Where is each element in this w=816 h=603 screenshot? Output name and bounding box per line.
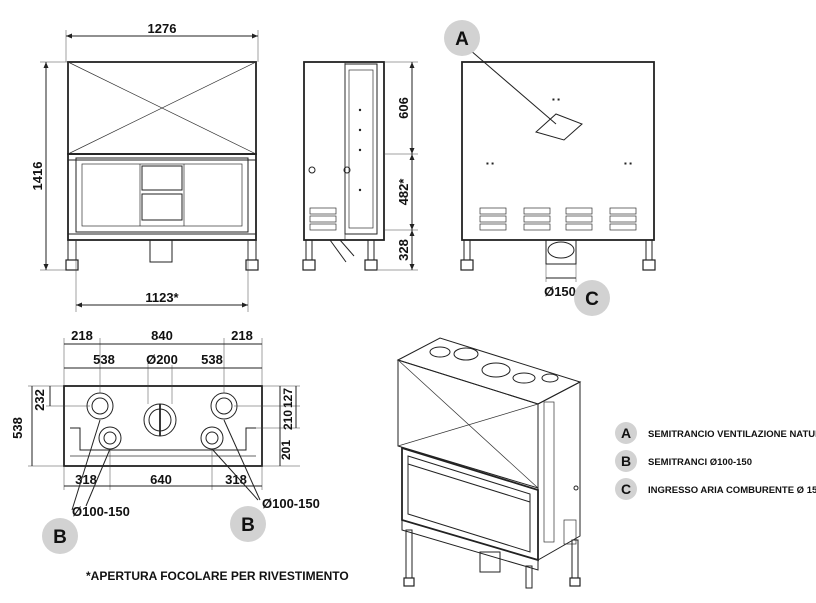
marker-b-right-label: B	[241, 515, 255, 536]
legend-key-c: C	[621, 481, 631, 497]
front-view: 1276 1416 1123*	[30, 21, 259, 312]
top-dim-218-left: 218	[71, 328, 93, 343]
legend-item-a: A SEMITRANCIO VENTILAZIONE NATURALE	[615, 422, 816, 444]
isometric-view	[396, 337, 582, 589]
top-dim-538-right: 538	[201, 352, 223, 367]
legend-badge-a	[615, 422, 637, 444]
top-dim-200: Ø200	[146, 352, 178, 367]
marker-a-label: A	[455, 29, 469, 50]
legend: A SEMITRANCIO VENTILAZIONE NATURALE B SE…	[615, 422, 816, 500]
marker-c-badge	[574, 280, 610, 316]
top-dim-640: 640	[150, 472, 172, 487]
legend-key-a: A	[621, 425, 631, 441]
legend-item-b: B SEMITRANCI Ø100-150	[615, 450, 752, 472]
svg-text:▪ ▪: ▪ ▪	[552, 95, 560, 104]
marker-b-right-badge	[230, 506, 266, 542]
top-dim-538-left: 538	[93, 352, 115, 367]
legend-text-b: SEMITRANCI Ø100-150	[648, 457, 752, 468]
top-dim-210: 210	[281, 410, 295, 430]
front-opening-dimension: 1123*	[145, 290, 179, 305]
legend-badge-c	[615, 478, 637, 500]
legend-text-a: SEMITRANCIO VENTILAZIONE NATURALE	[648, 429, 816, 440]
marker-b-left-label: B	[53, 527, 67, 548]
top-dim-318-left: 318	[75, 472, 97, 487]
footnote: *APERTURA FOCOLARE PER RIVESTIMENTO	[86, 569, 349, 583]
top-dim-318-right: 318	[225, 472, 247, 487]
side-top-dimension: 606	[396, 97, 411, 119]
legend-item-c: C INGRESSO ARIA COMBURENTE Ø 150	[615, 478, 816, 500]
top-dim-127: 127	[281, 388, 295, 408]
marker-c-label: C	[585, 289, 599, 310]
svg-text:▪ ▪: ▪ ▪	[486, 159, 494, 168]
front-height-dimension: 1416	[30, 162, 45, 191]
top-dim-232: 232	[32, 389, 47, 411]
svg-text:▪ ▪: ▪ ▪	[624, 159, 632, 168]
top-dim-201: 201	[279, 440, 293, 460]
legend-key-b: B	[621, 453, 631, 469]
side-middle-dimension: 482*	[396, 178, 411, 206]
marker-b-left-badge	[42, 518, 78, 554]
top-dim-538-depth: 538	[10, 417, 25, 439]
top-dim-840: 840	[151, 328, 173, 343]
rear-pipe-diameter: Ø150	[544, 284, 576, 299]
legend-text-c: INGRESSO ARIA COMBURENTE Ø 150	[648, 485, 816, 496]
side-bottom-dimension: 328	[396, 239, 411, 261]
legend-badge-b	[615, 450, 637, 472]
pipe-left-diameter: Ø100-150	[72, 504, 130, 519]
marker-a-badge	[444, 20, 480, 56]
top-view: 218 840 218 538 Ø200 538 538 232 127 210…	[10, 328, 320, 554]
front-width-dimension: 1276	[148, 21, 177, 36]
rear-view: ▪ ▪ ▪ ▪ ▪ ▪ Ø150	[444, 20, 656, 316]
side-view: 606 482* 328	[302, 61, 418, 271]
pipe-right-diameter: Ø100-150	[262, 496, 320, 511]
top-dim-218-right: 218	[231, 328, 253, 343]
